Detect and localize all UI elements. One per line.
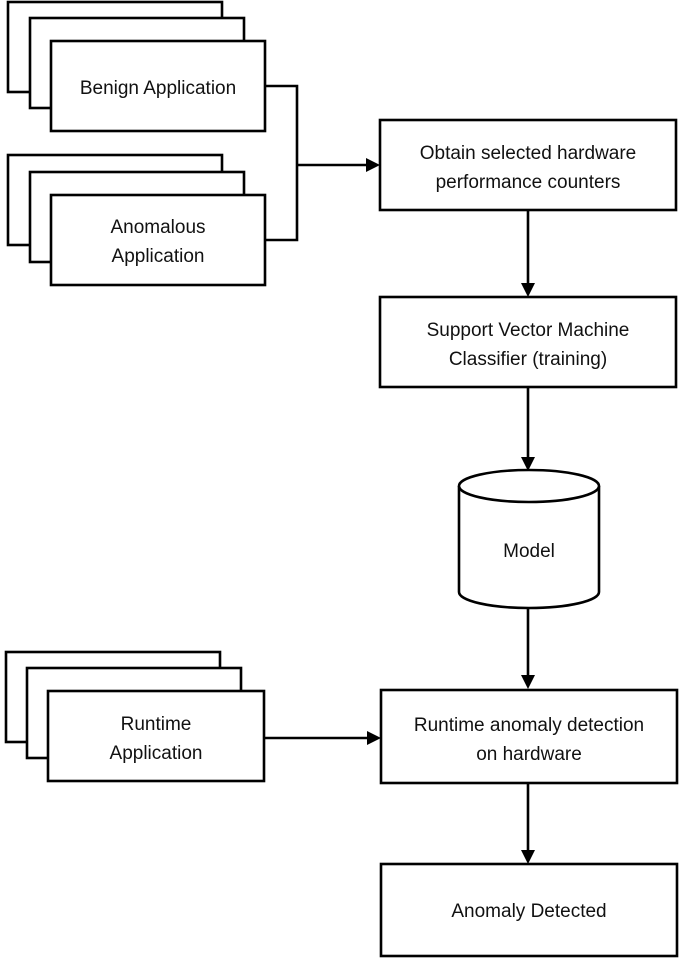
arrowhead-to-result [521, 850, 535, 864]
benign-application-node [49, 39, 267, 133]
obtain-counters-node [378, 118, 678, 212]
obtain-counters-box: Obtain selected hardware performance cou… [378, 118, 678, 212]
merge-connector [265, 84, 380, 242]
model-cylinder-top [457, 468, 601, 504]
runtime-application-stack: Runtime Application [4, 650, 266, 783]
anomalous-application-node [49, 193, 267, 287]
anomalous-application-label-line2: Application [112, 246, 205, 267]
arrowhead-to-model [521, 457, 535, 471]
obtain-counters-label-line2: performance counters [436, 172, 621, 193]
model-label: Model [503, 541, 555, 562]
runtime-detection-box: Runtime anomaly detection on hardware [379, 688, 679, 785]
obtain-counters-label-line1: Obtain selected hardware [420, 143, 637, 164]
svm-classifier-node [378, 295, 678, 389]
anomaly-detected-box: Anomaly Detected [379, 862, 679, 958]
runtime-application-label-line2: Application [110, 743, 203, 764]
connector-benign [265, 84, 299, 242]
svm-classifier-label-line1: Support Vector Machine [427, 320, 630, 341]
anomalous-application-label-line1: Anomalous [110, 217, 205, 238]
model-database: Model [457, 468, 601, 610]
benign-application-label: Benign Application [80, 78, 236, 99]
svm-classifier-box: Support Vector Machine Classifier (train… [378, 295, 678, 389]
runtime-detection-label-line1: Runtime anomaly detection [414, 715, 644, 736]
runtime-detection-node [379, 688, 679, 785]
benign-application-stack: Benign Application [6, 0, 267, 133]
arrowhead-to-obtain [366, 158, 380, 172]
arrowhead-runtime-to-detection [367, 731, 381, 745]
runtime-application-node [46, 689, 266, 783]
anomaly-detected-node [379, 862, 679, 958]
svm-classifier-label-line2: Classifier (training) [449, 349, 607, 370]
arrowhead-to-detection [521, 675, 535, 689]
runtime-detection-label-line2: on hardware [476, 744, 582, 765]
anomalous-application-stack: Anomalous Application [6, 153, 267, 287]
runtime-application-label-line1: Runtime [121, 714, 192, 735]
anomaly-detected-label: Anomaly Detected [451, 901, 606, 922]
arrowhead-to-svm [521, 283, 535, 297]
